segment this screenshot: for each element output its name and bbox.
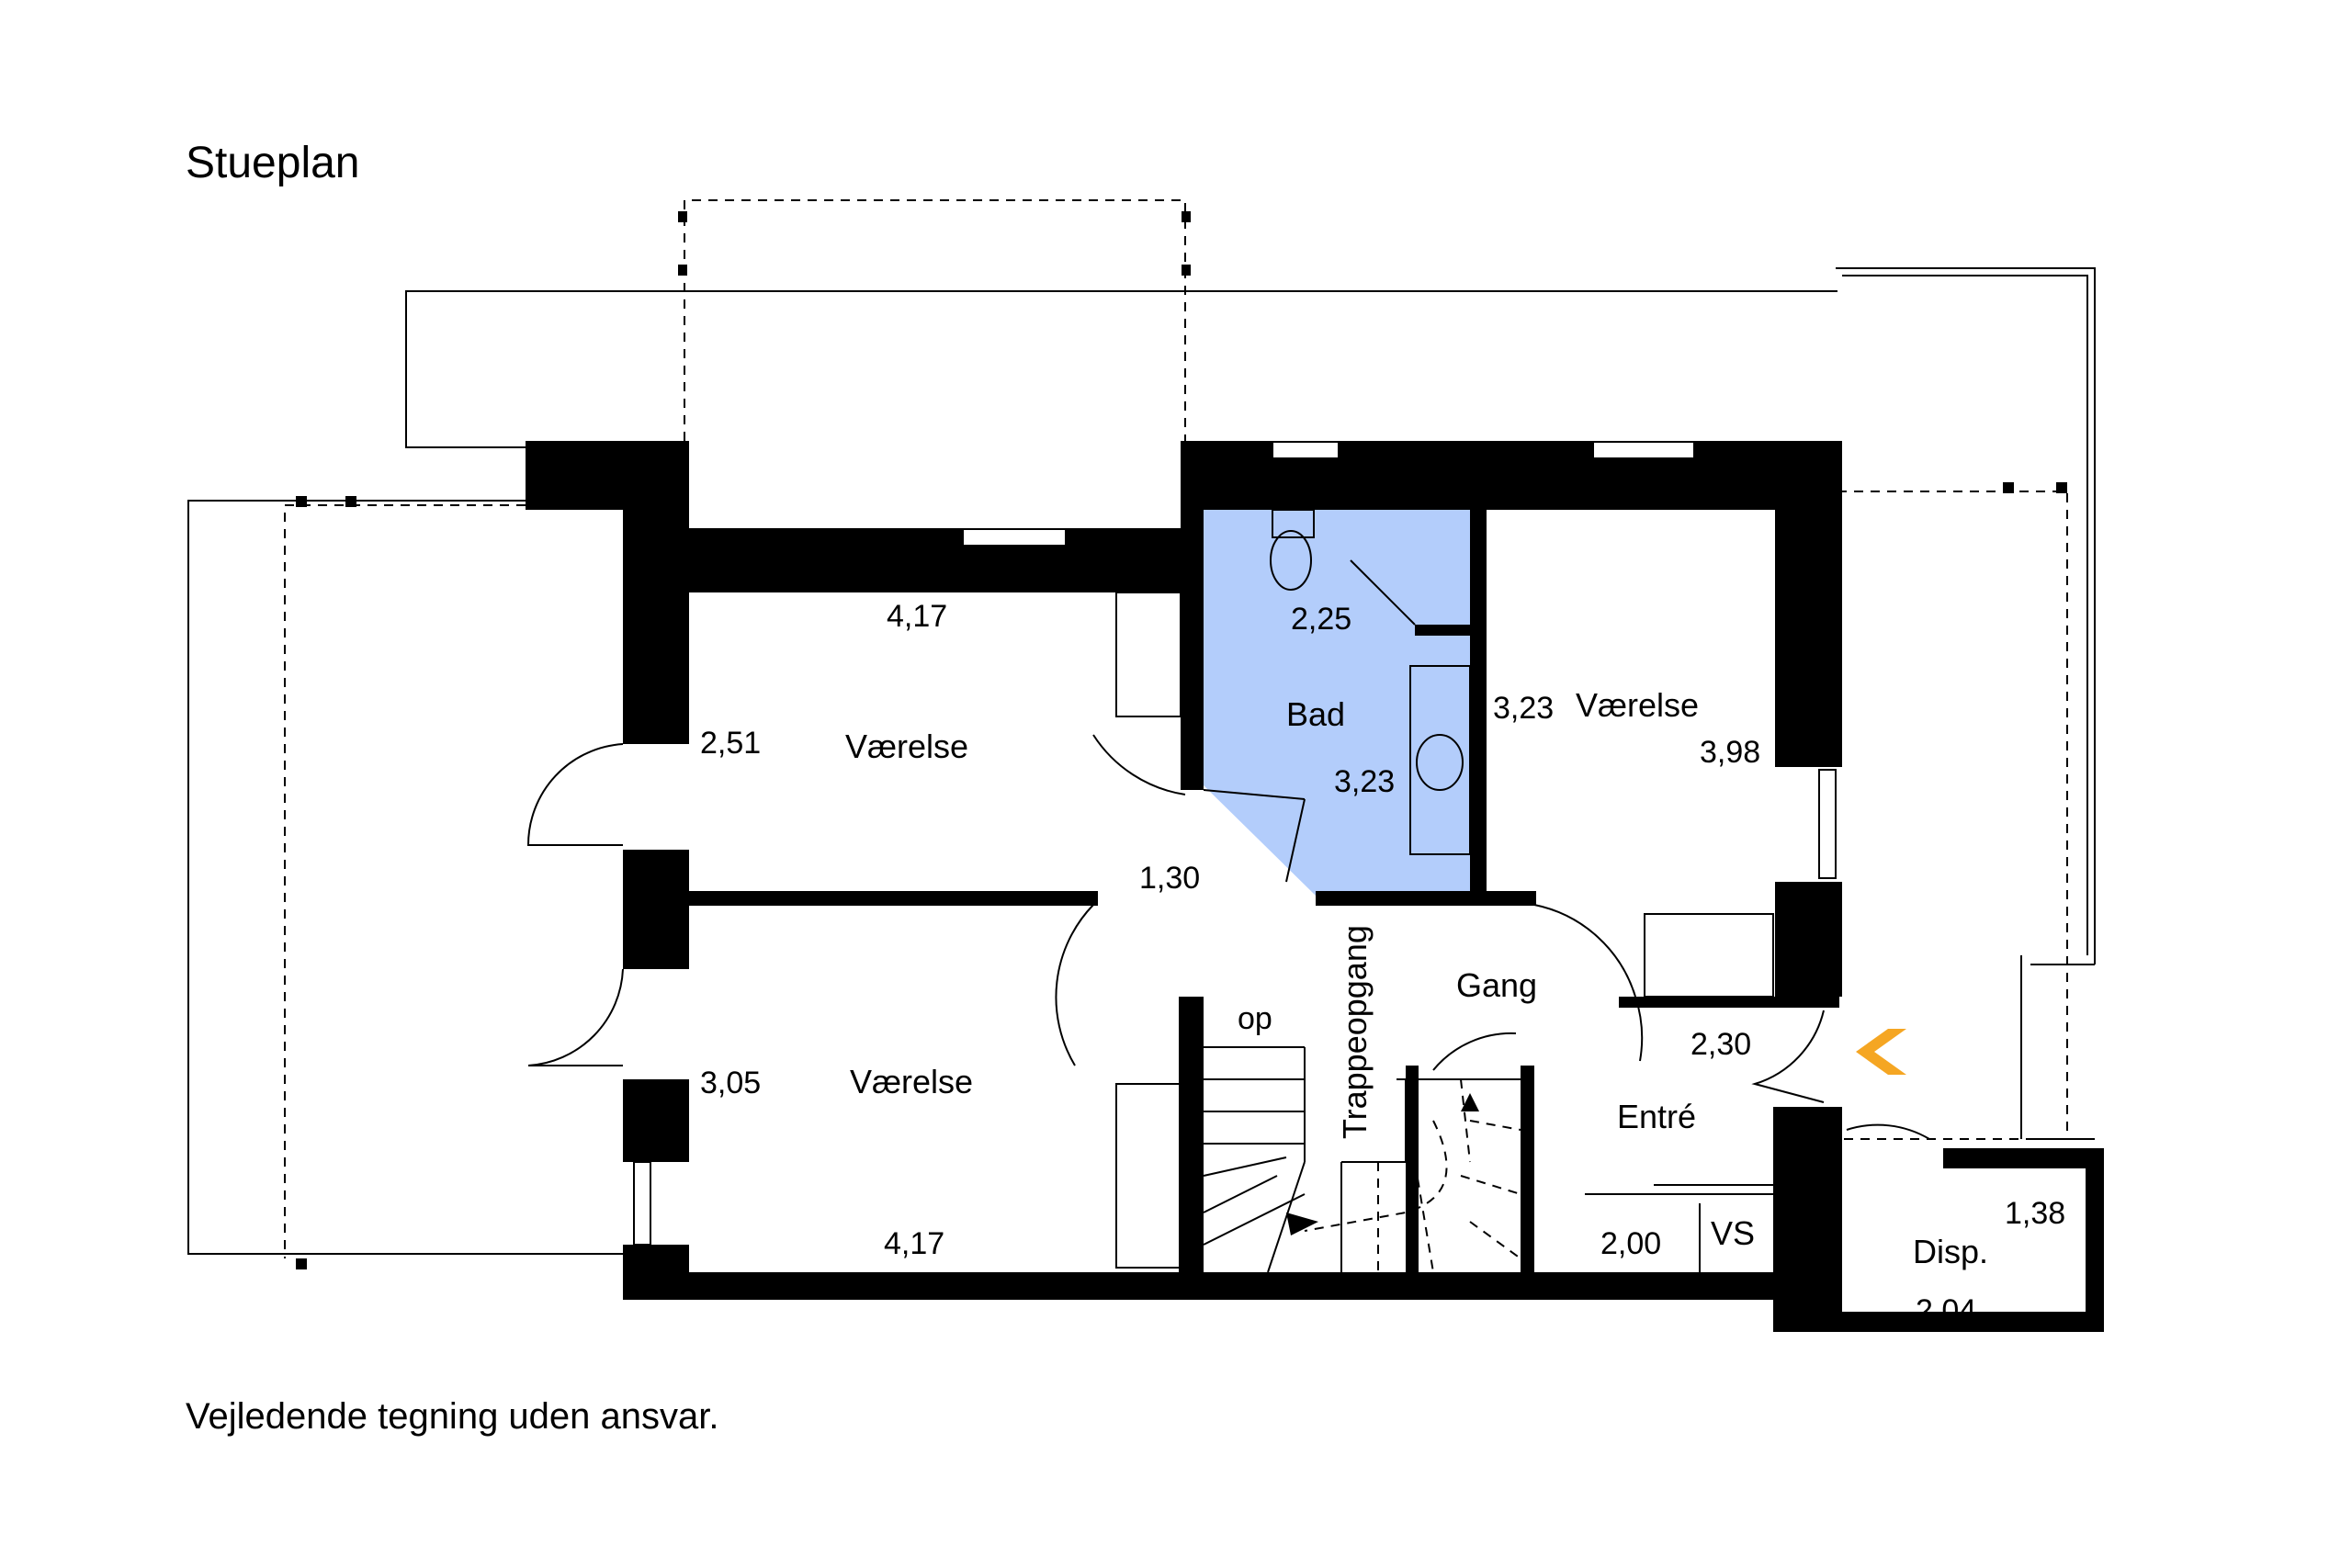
- room-label-vs: VS: [1711, 1214, 1755, 1252]
- room-label-entre: Entré: [1617, 1098, 1696, 1135]
- dim-vaerelse-right-depth: 3,23: [1493, 691, 1554, 726]
- dim-bad-width: 2,25: [1291, 602, 1351, 637]
- room-label-vaerelse-right: Værelse: [1576, 686, 1699, 724]
- dim-vaerelse-bottom-depth: 3,05: [700, 1066, 761, 1100]
- dim-vaerelse-right-width: 2,39: [1599, 473, 1659, 508]
- room-label-vaerelse-top: Værelse: [845, 728, 968, 765]
- door-swing-icon: [526, 734, 1930, 1140]
- room-label-disp: Disp.: [1913, 1233, 1988, 1270]
- dim-bad-depth: 3,23: [1334, 764, 1395, 799]
- window-icon: [633, 441, 1837, 1246]
- terrace-outline: [187, 267, 2096, 1255]
- room-label-vaerelse-bottom: Værelse: [850, 1063, 973, 1100]
- dim-vaerelse-right-depth-2: 3,98: [1700, 735, 1760, 770]
- entrance-arrow-icon: [1856, 1029, 1906, 1075]
- disclaimer: Vejledende tegning uden ansvar.: [186, 1396, 719, 1437]
- entry-cabinet: [1585, 1184, 1773, 1272]
- sink-counter: [1409, 665, 1471, 855]
- stairs-dashed: [1304, 1078, 1521, 1273]
- dim-disp-depth: 1,38: [2005, 1196, 2065, 1231]
- dim-vaerelse-bottom-width: 4,17: [884, 1226, 944, 1261]
- walls: [526, 441, 2104, 1332]
- dim-disp-width: 2,04: [1916, 1293, 1976, 1328]
- room-label-trappeopgang: Trappeopgang: [1336, 925, 1374, 1139]
- dashed-outline: [284, 199, 2068, 1258]
- dim-entre-depth: 2,30: [1690, 1027, 1751, 1062]
- page-title: Stueplan: [186, 139, 360, 187]
- fixtures: [1115, 509, 1774, 1269]
- stairs: [1203, 1046, 1521, 1273]
- dim-entre-width: 2,00: [1600, 1226, 1661, 1261]
- dim-vaerelse-top-depth: 2,51: [700, 726, 761, 761]
- toilet-icon: [1270, 530, 1312, 591]
- sink-icon: [1416, 734, 1464, 791]
- room-label-gang: Gang: [1456, 966, 1537, 1004]
- stair-up-label: op: [1238, 1001, 1272, 1036]
- post-markers: [296, 211, 2067, 1269]
- stair-arrow-icon: [1286, 1093, 1479, 1235]
- dim-gang: 1,30: [1139, 861, 1200, 896]
- dim-vaerelse-top-width: 4,17: [887, 599, 947, 634]
- room-label-bad: Bad: [1286, 695, 1345, 733]
